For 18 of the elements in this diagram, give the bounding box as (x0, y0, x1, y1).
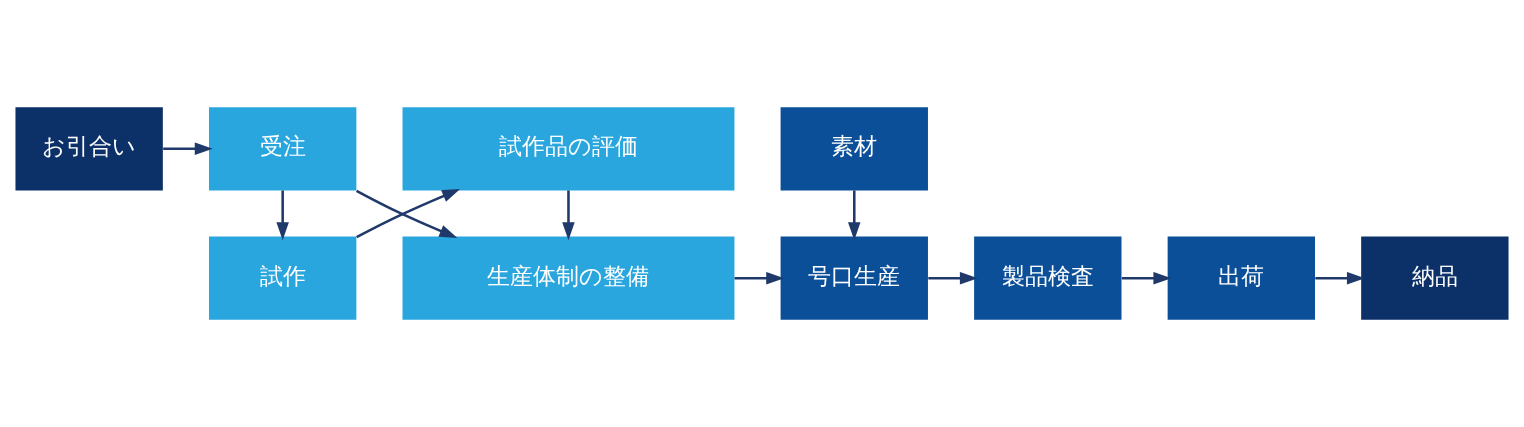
node-box: 生産体制の整備 (402, 236, 735, 320)
node-box: 試作品の評価 (402, 107, 735, 191)
node-box: 出荷 (1167, 236, 1315, 320)
arrow (1121, 271, 1172, 285)
node-box: お引合い (15, 107, 163, 191)
arrow (1315, 271, 1365, 285)
arrow (163, 142, 213, 156)
node-box: 製品検査 (974, 236, 1122, 320)
node-box: 素材 (780, 107, 928, 191)
arrow (562, 190, 575, 241)
arrow (734, 271, 785, 285)
node-box: 受注 (209, 107, 357, 191)
node-box: 号口生産 (780, 236, 928, 320)
node-box: 納品 (1361, 236, 1509, 320)
arrow (848, 190, 861, 241)
arrow (276, 190, 289, 241)
arrow (928, 271, 978, 285)
node-box: 試作 (209, 236, 357, 320)
